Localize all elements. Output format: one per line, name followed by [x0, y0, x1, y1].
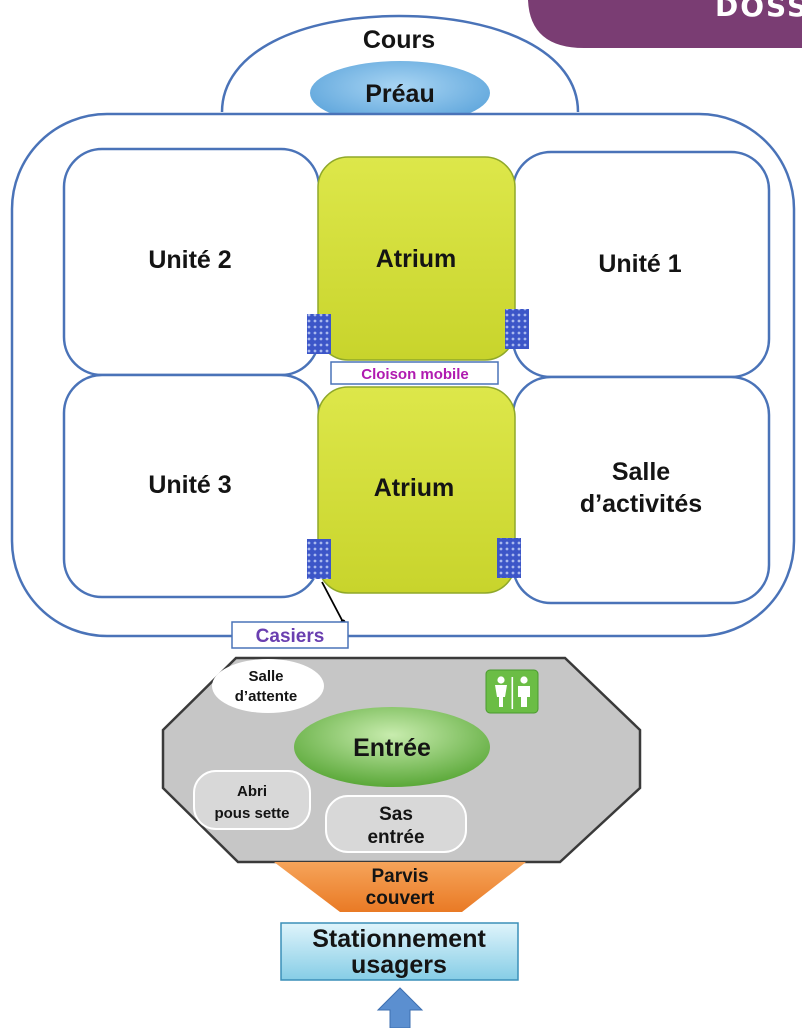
- unite-3-label: Unité 3: [148, 471, 231, 499]
- stationnement-label-line2: usagers: [351, 951, 447, 979]
- cloison-mobile-box: [330, 361, 499, 385]
- stationnement-box: [280, 922, 519, 981]
- sas-entree-label-line2: entrée: [367, 827, 424, 848]
- sas-entree-area: [325, 795, 467, 853]
- sas-entree-label-line1: Sas: [379, 804, 413, 825]
- salle-attente-label-line2: d’attente: [235, 688, 298, 705]
- parvis-couvert-area: [274, 862, 526, 912]
- salle-attente-label-line1: Salle: [248, 668, 283, 685]
- locker-2: [505, 309, 529, 349]
- entree-label: Entrée: [353, 734, 431, 762]
- casiers-label: Casiers: [256, 626, 325, 647]
- casiers-pointer: [321, 581, 344, 623]
- locker-4: [497, 538, 521, 578]
- cloison-mobile-label: Cloison mobile: [361, 366, 469, 383]
- restroom-icon: [485, 669, 539, 714]
- corner-tab: [528, 0, 802, 48]
- corner-tab-text: DOSS: [715, 0, 802, 23]
- parvis-label-line1: Parvis: [371, 866, 428, 887]
- preau-area: [310, 61, 490, 125]
- atrium-top-label: Atrium: [376, 245, 457, 273]
- salle-activites-label-line2: d’activités: [580, 490, 702, 518]
- atrium-bottom-label: Atrium: [374, 474, 455, 502]
- abri-poussette-area: [193, 770, 311, 830]
- stationnement-label-line1: Stationnement: [312, 925, 486, 953]
- abri-poussette-label-line2: pous sette: [214, 805, 289, 822]
- preau-label: Préau: [365, 80, 434, 108]
- entree-area: [294, 707, 490, 787]
- atrium-top: [317, 156, 516, 361]
- arrow-up-icon: [376, 987, 424, 1028]
- cours-label: Cours: [363, 26, 435, 54]
- casiers-box: [231, 621, 349, 649]
- unite-1-label: Unité 1: [598, 250, 681, 278]
- locker-3: [307, 539, 331, 579]
- locker-1: [307, 314, 331, 354]
- atrium-bottom: [317, 386, 516, 594]
- salle-activites-label-line1: Salle: [612, 458, 670, 486]
- parvis-label-line2: couvert: [366, 888, 435, 909]
- unite-2-label: Unité 2: [148, 246, 231, 274]
- abri-poussette-label-line1: Abri: [237, 783, 267, 800]
- salle-attente-area: [212, 659, 324, 713]
